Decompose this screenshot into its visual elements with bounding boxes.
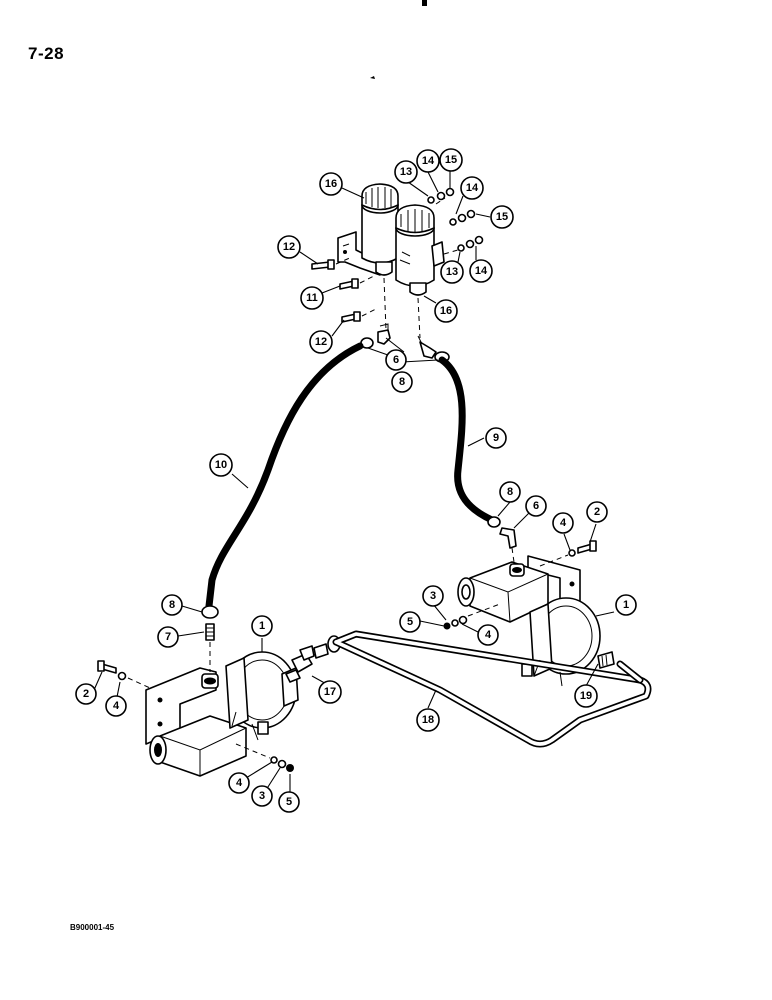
svg-text:13: 13 [446, 266, 458, 278]
svg-text:2: 2 [83, 688, 89, 700]
svg-text:16: 16 [325, 178, 337, 190]
svg-text:11: 11 [306, 292, 318, 304]
callout-4d: 4 [228, 772, 250, 794]
svg-text:2: 2 [594, 506, 600, 518]
svg-text:18: 18 [422, 714, 434, 726]
right-master-cylinder [457, 555, 615, 687]
svg-text:8: 8 [169, 599, 175, 611]
callout-10: 10 [209, 453, 233, 477]
svg-text:12: 12 [315, 336, 327, 348]
callout-6a: 6 [385, 349, 407, 371]
right-hardware [443, 516, 597, 630]
svg-text:13: 13 [400, 166, 412, 178]
callout-14a: 14 [416, 149, 440, 173]
callout-5a: 5 [399, 611, 421, 633]
svg-text:6: 6 [393, 354, 399, 366]
callout-2b: 2 [75, 683, 97, 705]
svg-text:9: 9 [493, 432, 499, 444]
callout-4c: 4 [105, 695, 127, 717]
svg-text:7: 7 [165, 631, 171, 643]
svg-text:17: 17 [324, 686, 336, 698]
callout-17: 17 [318, 680, 342, 704]
hose-9 [438, 356, 496, 524]
svg-text:15: 15 [496, 211, 508, 223]
svg-text:3: 3 [430, 590, 436, 602]
svg-text:5: 5 [286, 796, 292, 808]
callout-12a: 12 [277, 235, 301, 259]
svg-text:10: 10 [215, 459, 227, 471]
callout-2a: 2 [586, 501, 608, 523]
speck-mark [370, 76, 375, 79]
hose-10 [205, 342, 364, 610]
callout-13a: 13 [394, 160, 418, 184]
svg-text:1: 1 [259, 620, 265, 632]
svg-text:16: 16 [440, 305, 452, 317]
svg-text:4: 4 [113, 700, 120, 712]
callout-13b: 13 [440, 260, 464, 284]
callout-8a: 8 [391, 371, 413, 393]
callout-16a: 16 [319, 172, 343, 196]
brake-tube-18 [332, 630, 652, 748]
callout-15b: 15 [490, 205, 514, 229]
callout-1b: 1 [251, 615, 273, 637]
callout-16b: 16 [434, 299, 458, 323]
svg-text:14: 14 [422, 155, 435, 167]
left-master-cylinder [145, 651, 299, 777]
callout-12b: 12 [309, 330, 333, 354]
svg-text:1: 1 [623, 599, 629, 611]
svg-text:3: 3 [259, 790, 265, 802]
page-number: 7-28 [28, 44, 65, 63]
callout-3a: 3 [422, 585, 444, 607]
svg-text:4: 4 [236, 777, 243, 789]
svg-text:4: 4 [560, 517, 567, 529]
svg-text:4: 4 [485, 629, 492, 641]
callout-15a: 15 [439, 148, 463, 172]
svg-text:6: 6 [533, 500, 539, 512]
callout-4a: 4 [552, 512, 574, 534]
reservoir-hardware [311, 187, 484, 363]
svg-text:15: 15 [445, 154, 457, 166]
svg-text:5: 5 [407, 616, 413, 628]
callout-18: 18 [416, 708, 440, 732]
top-mark [422, 0, 427, 6]
svg-text:8: 8 [507, 486, 513, 498]
callout-14b: 14 [460, 176, 484, 200]
callout-14c: 14 [469, 259, 493, 283]
callout-6b: 6 [525, 495, 547, 517]
svg-text:8: 8 [399, 376, 405, 388]
callout-8b: 8 [499, 481, 521, 503]
callout-7: 7 [157, 626, 179, 648]
callout-19: 19 [574, 684, 598, 708]
callout-5b: 5 [278, 791, 300, 813]
callout-1a: 1 [615, 594, 637, 616]
svg-text:14: 14 [475, 265, 488, 277]
brake-fluid-reservoirs [337, 183, 445, 296]
svg-text:19: 19 [580, 690, 592, 702]
figure-code: B900001-45 [70, 923, 115, 932]
callout-4b: 4 [477, 624, 499, 646]
left-hardware [97, 605, 341, 772]
callout-9: 9 [485, 427, 507, 449]
svg-text:14: 14 [466, 182, 479, 194]
callout-11: 11 [300, 286, 324, 310]
svg-text:12: 12 [283, 241, 295, 253]
callout-8c: 8 [161, 594, 183, 616]
callout-3b: 3 [251, 785, 273, 807]
